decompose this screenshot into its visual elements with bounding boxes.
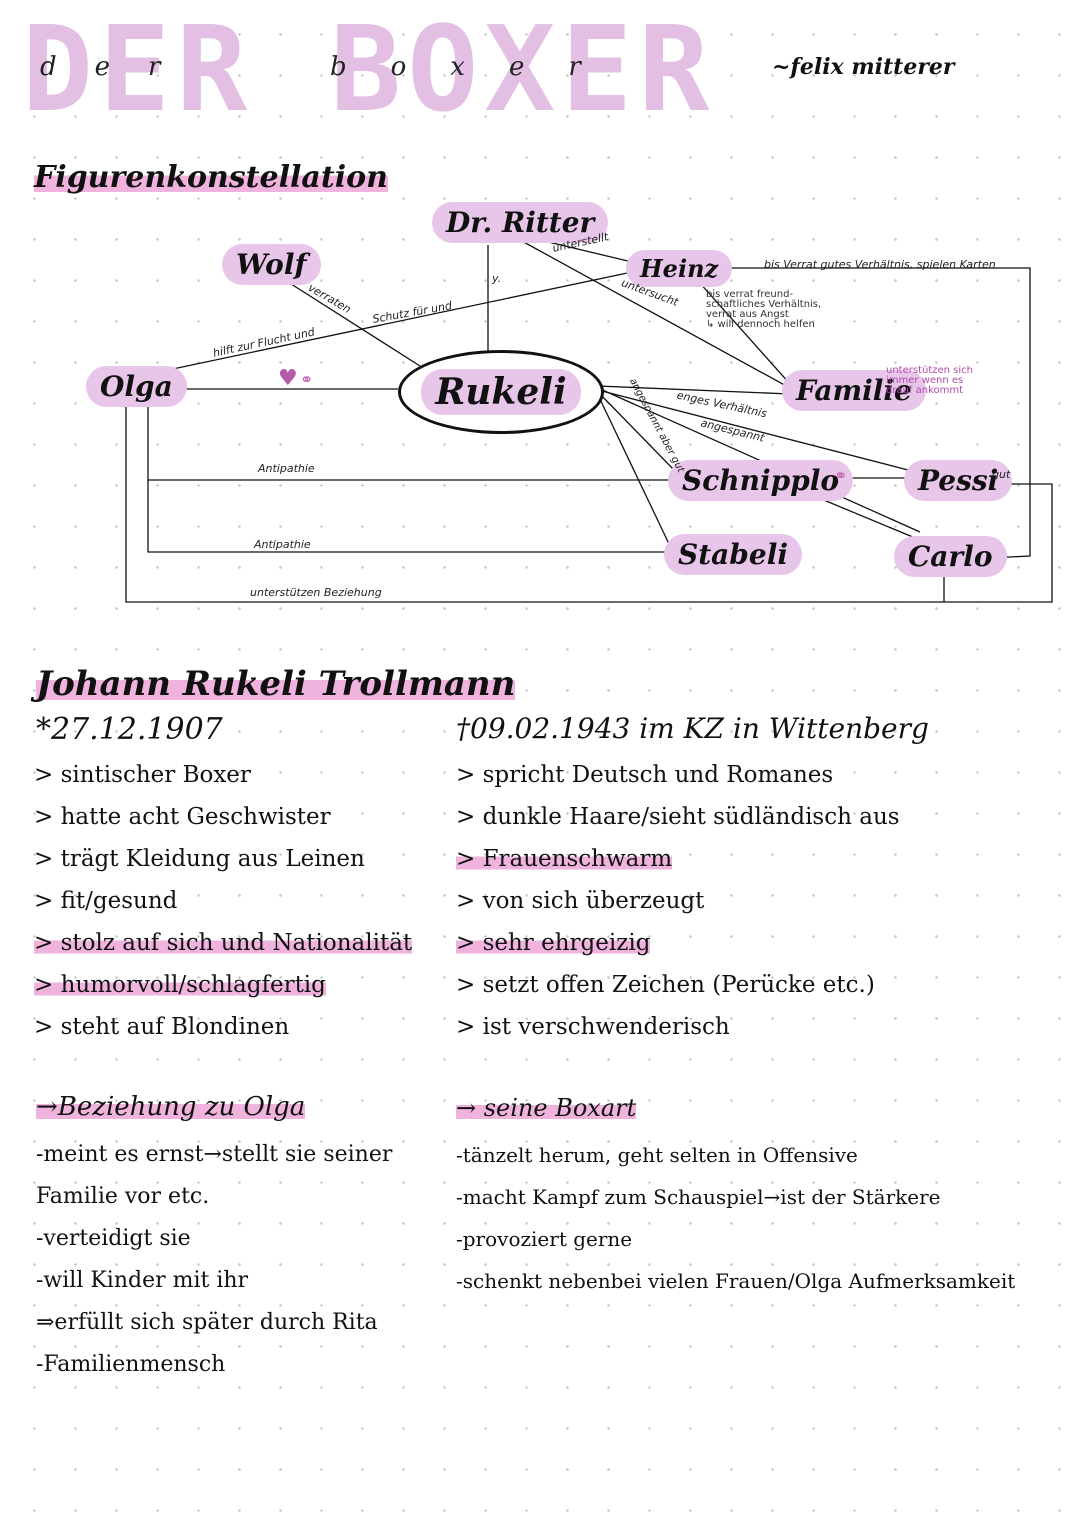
node-olga: Olga [86,366,187,407]
line-olga-schnipplo [147,400,670,481]
rings-icon: ⚭ [300,370,314,389]
trait-item: > sehr ehrgeizig [456,922,900,964]
page-title: DER BOXER [22,0,716,138]
node-rukeli: Rukeli [398,350,604,434]
line-wolf-rukeli [287,281,421,367]
boxing-line: -provoziert gerne [456,1227,633,1251]
death-date: †09.02.1943 im KZ in Wittenberg [456,712,929,745]
line-olga-stabeli [147,480,668,553]
trait-item: > fit/gesund [34,888,178,914]
label-bis-verrat: bis Verrat gutes Verhältnis, spielen Kar… [764,258,996,271]
line-heinz-carlo [700,267,1031,559]
line-olga-carlo [125,405,1053,603]
heart-icon: ♥ [278,366,298,391]
trait-item: > von sich überzeugt [456,888,705,914]
relationship-line: -verteidigt sie [36,1226,191,1251]
figures-heading-text: Figurenkonstellation [34,160,388,195]
node-carlo: Carlo [894,536,1007,577]
node-familie: Familie [782,370,926,411]
label-unterstuetzen-sich: unterstützen sich immer wenn es drauf an… [886,365,973,396]
trait-item: > hatte acht Geschwister [34,804,331,830]
node-schnipplo: Schnipplo [668,460,854,501]
traits-right-list: > spricht Deutsch und Romanes > dunkle H… [456,754,900,1048]
line-ritter-familie [519,239,791,389]
trait-item: > trägt Kleidung aus Leinen [34,846,365,872]
node-wolf: Wolf [222,244,321,285]
trait-item: > sintischer Boxer [34,762,251,788]
line-rukeli-schnipplo [597,391,677,473]
boxing-line: -schenkt nebenbei vielen Frauen/Olga Auf… [456,1269,1016,1293]
relationship-heading: →Beziehung zu Olga [36,1092,306,1122]
node-ritter: Dr. Ritter [432,202,609,243]
node-rukeli-label: Rukeli [421,369,581,415]
trait-highlight: > stolz auf sich und Nationalität [34,930,413,956]
line-olga-heinz [167,271,633,371]
line-ritter-heinz [539,239,633,263]
node-stabeli: Stabeli [664,534,802,575]
relationship-line: Familie vor etc. [36,1184,210,1209]
boxing-heading-text: → seine Boxart [456,1094,637,1122]
trait-item: > steht auf Blondinen [34,1014,290,1040]
label-y: y. [492,272,502,285]
relationship-line: -Familienmensch [36,1352,226,1377]
trait-highlight: > Frauenschwarm [456,846,673,872]
label-antipathie-1: Antipathie [258,462,315,475]
line-rukeli-familie [597,385,791,395]
title-handwritten-der: der [40,52,199,82]
person-name-heading: Johann Rukeli Trollmann [36,664,516,704]
trait-item: > spricht Deutsch und Romanes [456,762,834,788]
relationship-line: -meint es ernst→stellt sie seiner [36,1142,393,1167]
trait-item: > ist verschwenderisch [456,1014,730,1040]
node-pessi: Pessi [904,460,1013,501]
person-name: Johann Rukeli Trollmann [36,664,516,704]
relationship-list: -meint es ernst→stellt sie seiner Famili… [36,1134,392,1386]
boxing-list: -tänzelt herum, geht selten in Offensive… [456,1134,1015,1302]
traits-left-list: > sintischer Boxer > hatte acht Geschwis… [34,754,413,1048]
trait-item: > humorvoll/schlagfertig [34,964,412,1006]
relationship-line: -will Kinder mit ihr [36,1268,249,1293]
trait-item: > dunkle Haare/sieht südländisch aus [456,804,900,830]
boxing-line: -tänzelt herum, geht selten in Offensive [456,1143,858,1167]
relationship-line: ⇒erfüllt sich später durch Rita [36,1310,378,1335]
relationship-heading-text: →Beziehung zu Olga [36,1092,306,1122]
trait-highlight: > sehr ehrgeizig [456,930,651,956]
trait-highlight: > humorvoll/schlagfertig [34,972,326,998]
node-heinz: Heinz [626,250,733,287]
label-antipathie-2: Antipathie [254,538,311,551]
label-unterstuetzen-beziehung: unterstützen Beziehung [250,586,382,599]
author: ~felix mitterer [772,54,955,80]
section-heading-figures: Figurenkonstellation [34,160,388,195]
boxing-line: -macht Kampf zum Schauspiel→ist der Stär… [456,1185,941,1209]
trait-item: > stolz auf sich und Nationalität [34,922,413,964]
trait-item: > Frauenschwarm [456,838,900,880]
title-handwritten-boxer: boxer [330,52,625,82]
line-rukeli-pessi [597,389,909,471]
line-rukeli-stabeli [597,394,671,547]
rings-icon-pessi: ⚭ [834,466,848,485]
boxing-heading: → seine Boxart [456,1094,637,1122]
line-heinz-familie [689,271,791,385]
birth-date: *27.12.1907 [36,712,223,747]
constellation-diagram [125,239,1053,603]
label-bis-verrat-freund: bis verrat freund- schaftliches Verhältn… [706,289,822,330]
trait-item: > setzt offen Zeichen (Perücke etc.) [456,972,875,998]
label-gut: gut [992,468,1011,481]
